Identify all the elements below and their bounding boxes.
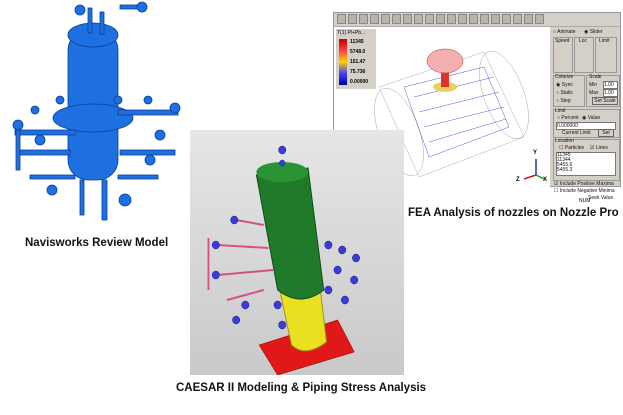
- chart-icon[interactable]: [502, 14, 511, 24]
- caesar-vessel-render: [207, 145, 360, 375]
- legend-value: 0.00000: [350, 79, 369, 85]
- help-icon[interactable]: [535, 14, 544, 24]
- pan-icon[interactable]: [370, 14, 379, 24]
- print-icon[interactable]: [425, 14, 434, 24]
- static-radio[interactable]: ○ Static: [556, 90, 573, 96]
- bulb-icon[interactable]: [524, 14, 533, 24]
- percent-radio[interactable]: ○ Percent: [557, 115, 579, 121]
- legend-value: 151.47: [350, 59, 366, 65]
- status-num: NUM: [579, 198, 591, 204]
- fea-toolbar: [334, 13, 620, 27]
- fea-control-panel: ○ Animate ◉ Slider Speed Loc Limit Color…: [550, 27, 620, 201]
- percent-label: Percent: [561, 115, 579, 121]
- seek-value-label: Seek Value: [588, 195, 614, 201]
- open-icon[interactable]: [337, 14, 346, 24]
- scale-group: Scale Min 1.00 Max 1.00 Set Scale: [586, 74, 620, 107]
- sync-radio[interactable]: ◉ Sync: [556, 82, 573, 88]
- value-label: Value: [587, 115, 601, 121]
- animate-radio[interactable]: ○ Animate: [553, 29, 576, 35]
- slider-radio[interactable]: ◉ Slider: [584, 29, 603, 35]
- color-icon[interactable]: [447, 14, 456, 24]
- zoom-icon[interactable]: [348, 14, 357, 24]
- speed-label: Speed: [555, 38, 570, 44]
- limit-slider[interactable]: Limit: [595, 37, 617, 73]
- colorize-group: Colorize ◉ Sync ○ Static ○ Step: [553, 74, 585, 107]
- min-label: Min: [589, 82, 598, 88]
- slider-label: Slider: [589, 29, 603, 35]
- step-radio[interactable]: ○ Step: [556, 98, 571, 104]
- location-list[interactable]: 11345 11344 5455.6 5455.3: [556, 152, 616, 176]
- static-label: Static: [560, 90, 573, 96]
- limit-label: Limit: [599, 38, 610, 44]
- caption-caesar: CAESAR II Modeling & Piping Stress Analy…: [176, 382, 427, 394]
- axis-x-label: X: [543, 177, 548, 183]
- lines-label: Lines: [595, 145, 608, 151]
- value-radio[interactable]: ◉ Value: [582, 115, 601, 121]
- limit-group: Limit ○ Percent ◉ Value 0.000000 Current…: [553, 108, 620, 138]
- caption-fea: FEA Analysis of nozzles on Nozzle Pro: [408, 207, 619, 219]
- legend-value: 75.736: [350, 69, 366, 75]
- legend-color-bar: [339, 39, 347, 85]
- axis-y-label: Y: [533, 150, 538, 156]
- animate-label: Animate: [557, 29, 576, 35]
- view-icon[interactable]: [381, 14, 390, 24]
- scale-label: Scale: [589, 74, 602, 80]
- current-limit-label: Current Limit: [562, 130, 591, 136]
- list-item[interactable]: 11345: [557, 152, 571, 158]
- color-icon[interactable]: [458, 14, 467, 24]
- list-item[interactable]: 5455.6: [557, 162, 573, 168]
- color-icon[interactable]: [436, 14, 445, 24]
- navisworks-model-render: [12, 1, 181, 221]
- legend-title: T(1) Pl+Pb...: [337, 30, 366, 36]
- limit-group-label: Limit: [555, 108, 566, 114]
- loc-slider[interactable]: Loc: [574, 37, 594, 73]
- frame-icon[interactable]: [480, 14, 489, 24]
- axis-z-label: Z: [516, 177, 520, 183]
- particles-label: Particles: [564, 145, 585, 151]
- loc-label: Loc: [579, 38, 588, 44]
- info-icon[interactable]: [513, 14, 522, 24]
- rotate-icon[interactable]: [359, 14, 368, 24]
- speed-slider[interactable]: Speed: [553, 37, 573, 73]
- legend-value: 11345: [350, 39, 364, 45]
- include-positive-label: Include Positive Maxima: [559, 181, 614, 187]
- list-item[interactable]: 5455.3: [557, 167, 573, 173]
- limit-value-input[interactable]: 0.000000: [556, 122, 616, 130]
- pointer-icon[interactable]: [403, 14, 412, 24]
- lines-checkbox[interactable]: ☑ Lines: [590, 145, 608, 151]
- list-item[interactable]: 11344: [557, 157, 571, 163]
- include-positive-checkbox[interactable]: ☑ Include Positive Maxima: [554, 181, 614, 187]
- max-input[interactable]: 1.00: [603, 89, 618, 97]
- max-label: Max: [589, 90, 599, 96]
- particles-checkbox[interactable]: ☐ Particles: [559, 145, 585, 151]
- frame-icon[interactable]: [491, 14, 500, 24]
- set-limit-button[interactable]: Set: [598, 129, 614, 137]
- set-scale-button[interactable]: Set Scale: [592, 97, 618, 105]
- frame-icon[interactable]: [469, 14, 478, 24]
- sync-label: Sync: [561, 82, 573, 88]
- step-label: Step: [560, 98, 571, 104]
- min-input[interactable]: 1.00: [603, 81, 618, 89]
- include-negative-label: Include Negative Minima: [559, 188, 615, 194]
- location-label: Location: [555, 138, 574, 144]
- pointer-icon[interactable]: [414, 14, 423, 24]
- view-icon[interactable]: [392, 14, 401, 24]
- caesar-model-render: [190, 130, 404, 375]
- legend-value: 5748.0: [350, 49, 366, 55]
- include-negative-checkbox[interactable]: ☐ Include Negative Minima: [554, 188, 615, 194]
- location-group: Location ☐ Particles ☑ Lines 11345 11344…: [553, 138, 620, 181]
- caption-navisworks: Navisworks Review Model: [25, 237, 169, 249]
- colorize-label: Colorize: [555, 74, 574, 80]
- stress-legend: T(1) Pl+Pb... 11345 5748.0 151.47 75.736…: [336, 29, 376, 89]
